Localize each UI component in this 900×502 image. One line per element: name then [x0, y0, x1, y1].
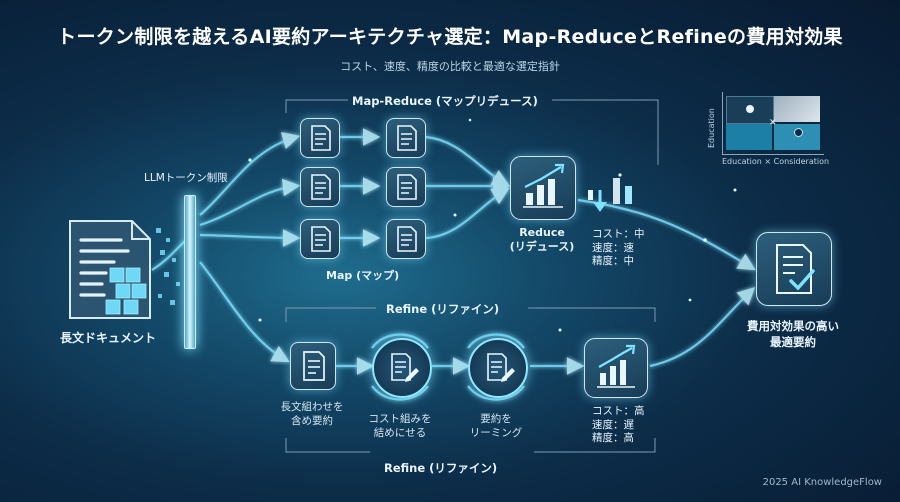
- refine-step-3-tile: [468, 338, 528, 398]
- matrix-pin-icon: [794, 128, 803, 137]
- map-tile-2a: [300, 167, 340, 207]
- map-tile-2b: [386, 167, 426, 207]
- bar-chart-icon: [523, 163, 565, 208]
- map-tile-1b: [386, 118, 426, 158]
- refine-step-1-label: 長文組わせを 含め要約: [280, 401, 344, 427]
- checked-document-icon: [776, 244, 815, 294]
- bar-chart-icon: [597, 344, 636, 388]
- footer-credit: 2025 AI KnowledgeFlow: [762, 477, 882, 488]
- refine-step-2-tile: [372, 338, 432, 398]
- document-icon: [311, 125, 331, 151]
- document-icon: [397, 125, 417, 151]
- page-subtitle: コスト、速度、精度の比較と最適な選定指針: [340, 60, 560, 73]
- map-tile-3b: [386, 219, 426, 259]
- map-reduce-stats: コスト：中 速度：速 精度：中: [592, 228, 645, 267]
- result-tile: [756, 232, 832, 306]
- document-icon: [311, 226, 331, 252]
- map-reduce-header: Map-Reduce (マップリデュース): [352, 94, 538, 108]
- map-reduce-bracket: [285, 99, 659, 165]
- limit-label: LLMトークン制限: [144, 172, 228, 184]
- matrix-y-label: Education: [707, 108, 716, 148]
- edit-document-icon: [487, 353, 515, 382]
- reduce-tile: [510, 156, 576, 220]
- document-icon: [311, 174, 331, 200]
- flow-to-map-1: [199, 132, 301, 216]
- source-label: 長文ドキュメント: [60, 331, 157, 345]
- flow-to-refine: [199, 261, 290, 363]
- refine-step-2-label: コスト組みを 結めにせる: [368, 413, 432, 439]
- result-label: 費用対効果の高い 最適要約: [747, 319, 839, 349]
- refine-header: Refine (リファイン): [386, 302, 500, 316]
- education-matrix: ✕: [726, 96, 820, 150]
- refine-step-3-label: 要約を リーミング: [469, 413, 523, 439]
- decrease-arrow-icon: [582, 176, 642, 220]
- map-tile-3a: [300, 219, 340, 259]
- document-icon: [397, 174, 417, 200]
- refine-footer-label: Refine (リファイン): [384, 461, 498, 475]
- flow-to-map-3: [199, 229, 301, 247]
- document-icon: [303, 351, 325, 381]
- flow-to-reduce-3: [425, 187, 510, 240]
- matrix-point-icon: [746, 105, 754, 113]
- source-document-icon: [66, 218, 156, 322]
- matrix-x-label: Education × Consideration: [722, 157, 830, 166]
- map-label: Map (マップ): [326, 269, 400, 282]
- edit-document-icon: [391, 353, 419, 382]
- flow-refine-to-result: [649, 286, 756, 368]
- map-tile-1a: [300, 118, 340, 158]
- refine-stats: コスト：高 速度：遅 精度：高: [592, 405, 645, 444]
- matrix-axis-x: [722, 154, 824, 155]
- refine-step-1-tile: [290, 342, 336, 390]
- refine-top-bracket: [285, 307, 656, 322]
- page-title: トークン制限を越えるAI要約アーキテクチャ選定：Map-ReduceとRefin…: [57, 26, 843, 48]
- matrix-center-cross-icon: ✕: [769, 118, 777, 128]
- document-icon: [397, 226, 417, 252]
- reduce-label: Reduce (リデュース): [509, 226, 575, 253]
- flow-to-map-2: [199, 178, 301, 227]
- flow-to-reduce-1: [425, 135, 510, 187]
- matrix-axis: [722, 92, 723, 154]
- token-limit-bar: [184, 195, 196, 349]
- refine-final-tile: [584, 338, 648, 398]
- refine-bottom-bracket: [285, 438, 656, 453]
